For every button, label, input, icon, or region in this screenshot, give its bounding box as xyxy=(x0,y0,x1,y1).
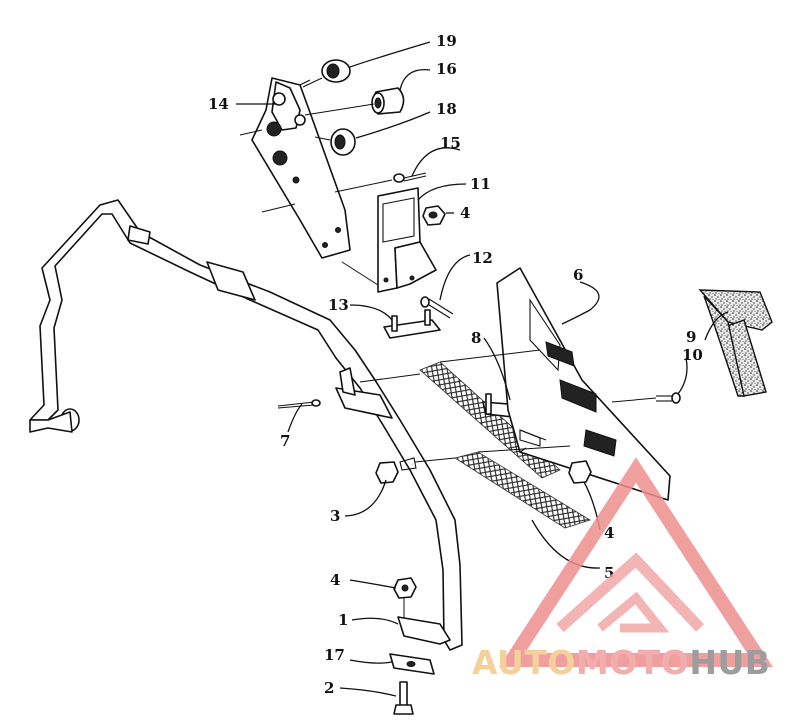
callout-8: 8 xyxy=(471,329,481,347)
leader-lines xyxy=(236,41,729,697)
alignment-lines xyxy=(239,77,657,618)
callouts: 1 2 3 4 4 4 5 6 7 8 9 10 11 12 13 14 15 … xyxy=(208,32,703,697)
bolt-2 xyxy=(393,681,414,715)
nut-4-bottom xyxy=(393,577,417,599)
watermark-triangle-mark xyxy=(499,457,773,667)
callout-16: 16 xyxy=(436,60,457,78)
callout-6: 6 xyxy=(573,266,583,284)
callout-18: 18 xyxy=(436,100,457,118)
upper-mounting-plate xyxy=(251,77,351,259)
watermark-moto: MOTO xyxy=(576,643,689,682)
callout-9: 9 xyxy=(686,328,696,346)
callout-4-upper: 4 xyxy=(460,204,470,222)
callout-4-right: 4 xyxy=(604,524,614,542)
callout-5: 5 xyxy=(604,564,614,582)
nut-4-upper xyxy=(422,205,446,226)
bolt-12 xyxy=(420,296,454,319)
watermark-text: AUTOMOTOHUB xyxy=(472,643,770,682)
bushing-18 xyxy=(330,128,356,156)
cotter-pin-7 xyxy=(277,399,321,409)
callout-4-bottom: 4 xyxy=(330,571,340,589)
watermark-auto: AUTO xyxy=(472,643,576,682)
bracket-11 xyxy=(377,187,437,293)
callout-12: 12 xyxy=(472,249,493,267)
bushing-19 xyxy=(321,59,351,83)
callout-10: 10 xyxy=(682,346,703,364)
tubular-bar xyxy=(29,199,463,651)
callout-19: 19 xyxy=(436,32,457,50)
callout-2: 2 xyxy=(324,679,334,697)
callout-14: 14 xyxy=(208,95,229,113)
nut-4-right xyxy=(568,460,592,484)
callout-1: 1 xyxy=(338,611,348,629)
nut-3 xyxy=(375,461,399,484)
watermark-logo: AUTOMOTOHUB xyxy=(472,457,773,682)
foam-pad-9 xyxy=(698,289,773,397)
callout-7: 7 xyxy=(280,432,290,450)
callout-17: 17 xyxy=(324,646,345,664)
callout-11: 11 xyxy=(470,175,491,193)
clamp-plate-13 xyxy=(383,309,441,339)
callout-3: 3 xyxy=(330,507,340,525)
bushing-16 xyxy=(371,87,405,115)
screw-10 xyxy=(656,392,681,404)
callout-15: 15 xyxy=(440,134,461,152)
watermark-hub: HUB xyxy=(689,643,770,682)
pin-15 xyxy=(393,172,427,183)
washer-plate-17 xyxy=(389,653,435,675)
callout-13: 13 xyxy=(328,296,349,314)
step-panel-6 xyxy=(496,267,671,501)
